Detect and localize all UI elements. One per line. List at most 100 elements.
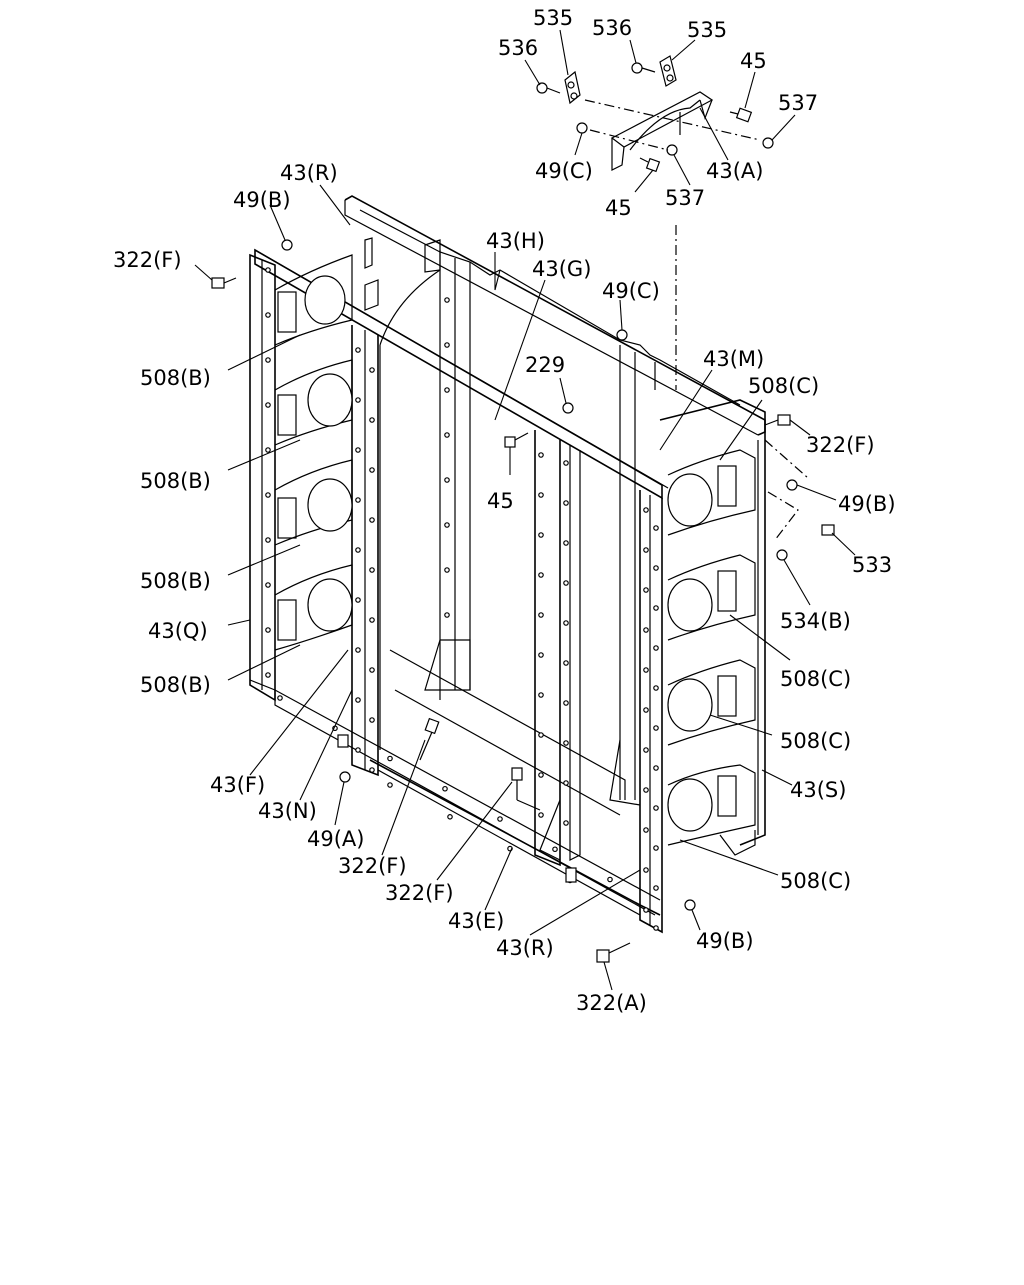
rivet-hole: [653, 645, 659, 651]
bolt-45-mid: [504, 436, 516, 448]
rivet-hole: [653, 565, 659, 571]
rivet-hole: [538, 732, 544, 738]
rivet-hole: [444, 432, 450, 438]
rivet-hole: [369, 767, 375, 773]
label-535-left: 535: [533, 6, 573, 30]
nut-229: [562, 402, 574, 414]
bolt-533: [821, 524, 835, 536]
bolt-45-top: [735, 107, 753, 123]
bracket-43a: [610, 91, 714, 148]
rivet-hole: [369, 417, 375, 423]
rivet-hole: [369, 367, 375, 373]
rivet-hole: [355, 647, 361, 653]
rivet-hole: [538, 652, 544, 658]
label-49a: 49(A): [307, 827, 364, 851]
rivet-hole: [265, 537, 271, 543]
rivet-hole: [643, 747, 649, 753]
rivet-hole: [563, 540, 569, 546]
rivet-hole: [643, 867, 649, 873]
label-229: 229: [525, 353, 565, 377]
rivet-hole: [387, 755, 393, 762]
rivet-hole: [355, 347, 361, 353]
rivet-hole: [653, 885, 659, 891]
nut-49c-mid: [616, 329, 628, 341]
rivet-hole: [538, 692, 544, 698]
label-536-right: 536: [592, 16, 632, 40]
rivet-hole: [444, 387, 450, 393]
label-43q: 43(Q): [148, 619, 208, 643]
label-49c-top: 49(C): [535, 159, 593, 183]
label-49b-right: 49(B): [838, 492, 896, 516]
rivet-hole: [538, 532, 544, 538]
rivet-hole: [563, 460, 569, 466]
label-43a: 43(A): [706, 159, 763, 183]
rivet-hole: [444, 297, 450, 303]
label-508c-3: 508(C): [780, 729, 851, 753]
rivet-hole: [355, 597, 361, 603]
label-43n: 43(N): [258, 799, 317, 823]
label-45-center: 45: [605, 196, 632, 220]
rivet-hole: [369, 467, 375, 473]
rivet-hole: [265, 627, 271, 633]
label-322f-right: 322(F): [806, 433, 875, 457]
bolt-322f-bottom-left: [424, 717, 440, 735]
label-322f-bottom-left: 322(F): [338, 854, 407, 878]
label-508c-4: 508(C): [780, 869, 851, 893]
rivet-hole: [497, 816, 503, 822]
rivet-hole: [643, 507, 649, 513]
nut-49c-top: [576, 122, 588, 134]
rivet-hole: [444, 522, 450, 528]
rivet-hole: [355, 497, 361, 503]
rivet-hole: [265, 582, 271, 588]
label-536-left: 536: [498, 36, 538, 60]
rivet-hole: [563, 500, 569, 506]
rivet-hole: [643, 787, 649, 793]
rivet-hole: [265, 402, 271, 408]
bolt-536-left: [536, 82, 548, 94]
rivet-hole: [355, 397, 361, 403]
label-43r-top: 43(R): [280, 161, 338, 185]
rivet-hole: [538, 772, 544, 778]
rivet-hole: [369, 617, 375, 623]
rivet-hole: [563, 740, 569, 746]
radiator-frame: [249, 195, 766, 934]
nut-49a: [339, 771, 351, 783]
label-322f-bottom-center: 322(F): [385, 881, 454, 905]
bolt-45-center: [645, 157, 661, 173]
rivet-hole: [653, 765, 659, 771]
rivet-hole: [653, 845, 659, 851]
rivet-hole: [355, 747, 361, 753]
rivet-hole: [538, 492, 544, 498]
rivet-hole: [444, 477, 450, 483]
label-535-right: 535: [687, 18, 727, 42]
rivet-hole: [653, 525, 659, 531]
rivet-hole: [444, 342, 450, 348]
rivet-hole: [552, 846, 558, 853]
rivet-hole: [563, 700, 569, 706]
label-43e: 43(E): [448, 909, 504, 933]
rivet-hole: [563, 820, 569, 826]
bolt-322f-top-left: [211, 277, 225, 289]
rivet-hole: [607, 876, 613, 883]
label-508b-1: 508(B): [140, 366, 211, 390]
label-49b-bottom: 49(B): [696, 929, 754, 953]
label-508b-2: 508(B): [140, 469, 211, 493]
rivet-hole: [653, 805, 659, 811]
rivet-hole: [538, 572, 544, 578]
rivet-hole: [265, 267, 271, 273]
label-322a: 322(A): [576, 991, 647, 1015]
rivet-hole: [355, 697, 361, 703]
rivet-hole: [538, 452, 544, 458]
rivet-hole: [444, 567, 450, 573]
rivet-hole: [369, 667, 375, 673]
label-45-mid: 45: [487, 489, 514, 513]
label-49c-mid: 49(C): [602, 279, 660, 303]
rivet-hole: [653, 605, 659, 611]
label-43r-bottom: 43(R): [496, 936, 554, 960]
rivet-hole: [643, 667, 649, 673]
label-43s: 43(S): [790, 778, 846, 802]
label-508c-top: 508(C): [748, 374, 819, 398]
label-537-right: 537: [778, 91, 818, 115]
rivet-hole: [265, 672, 271, 678]
